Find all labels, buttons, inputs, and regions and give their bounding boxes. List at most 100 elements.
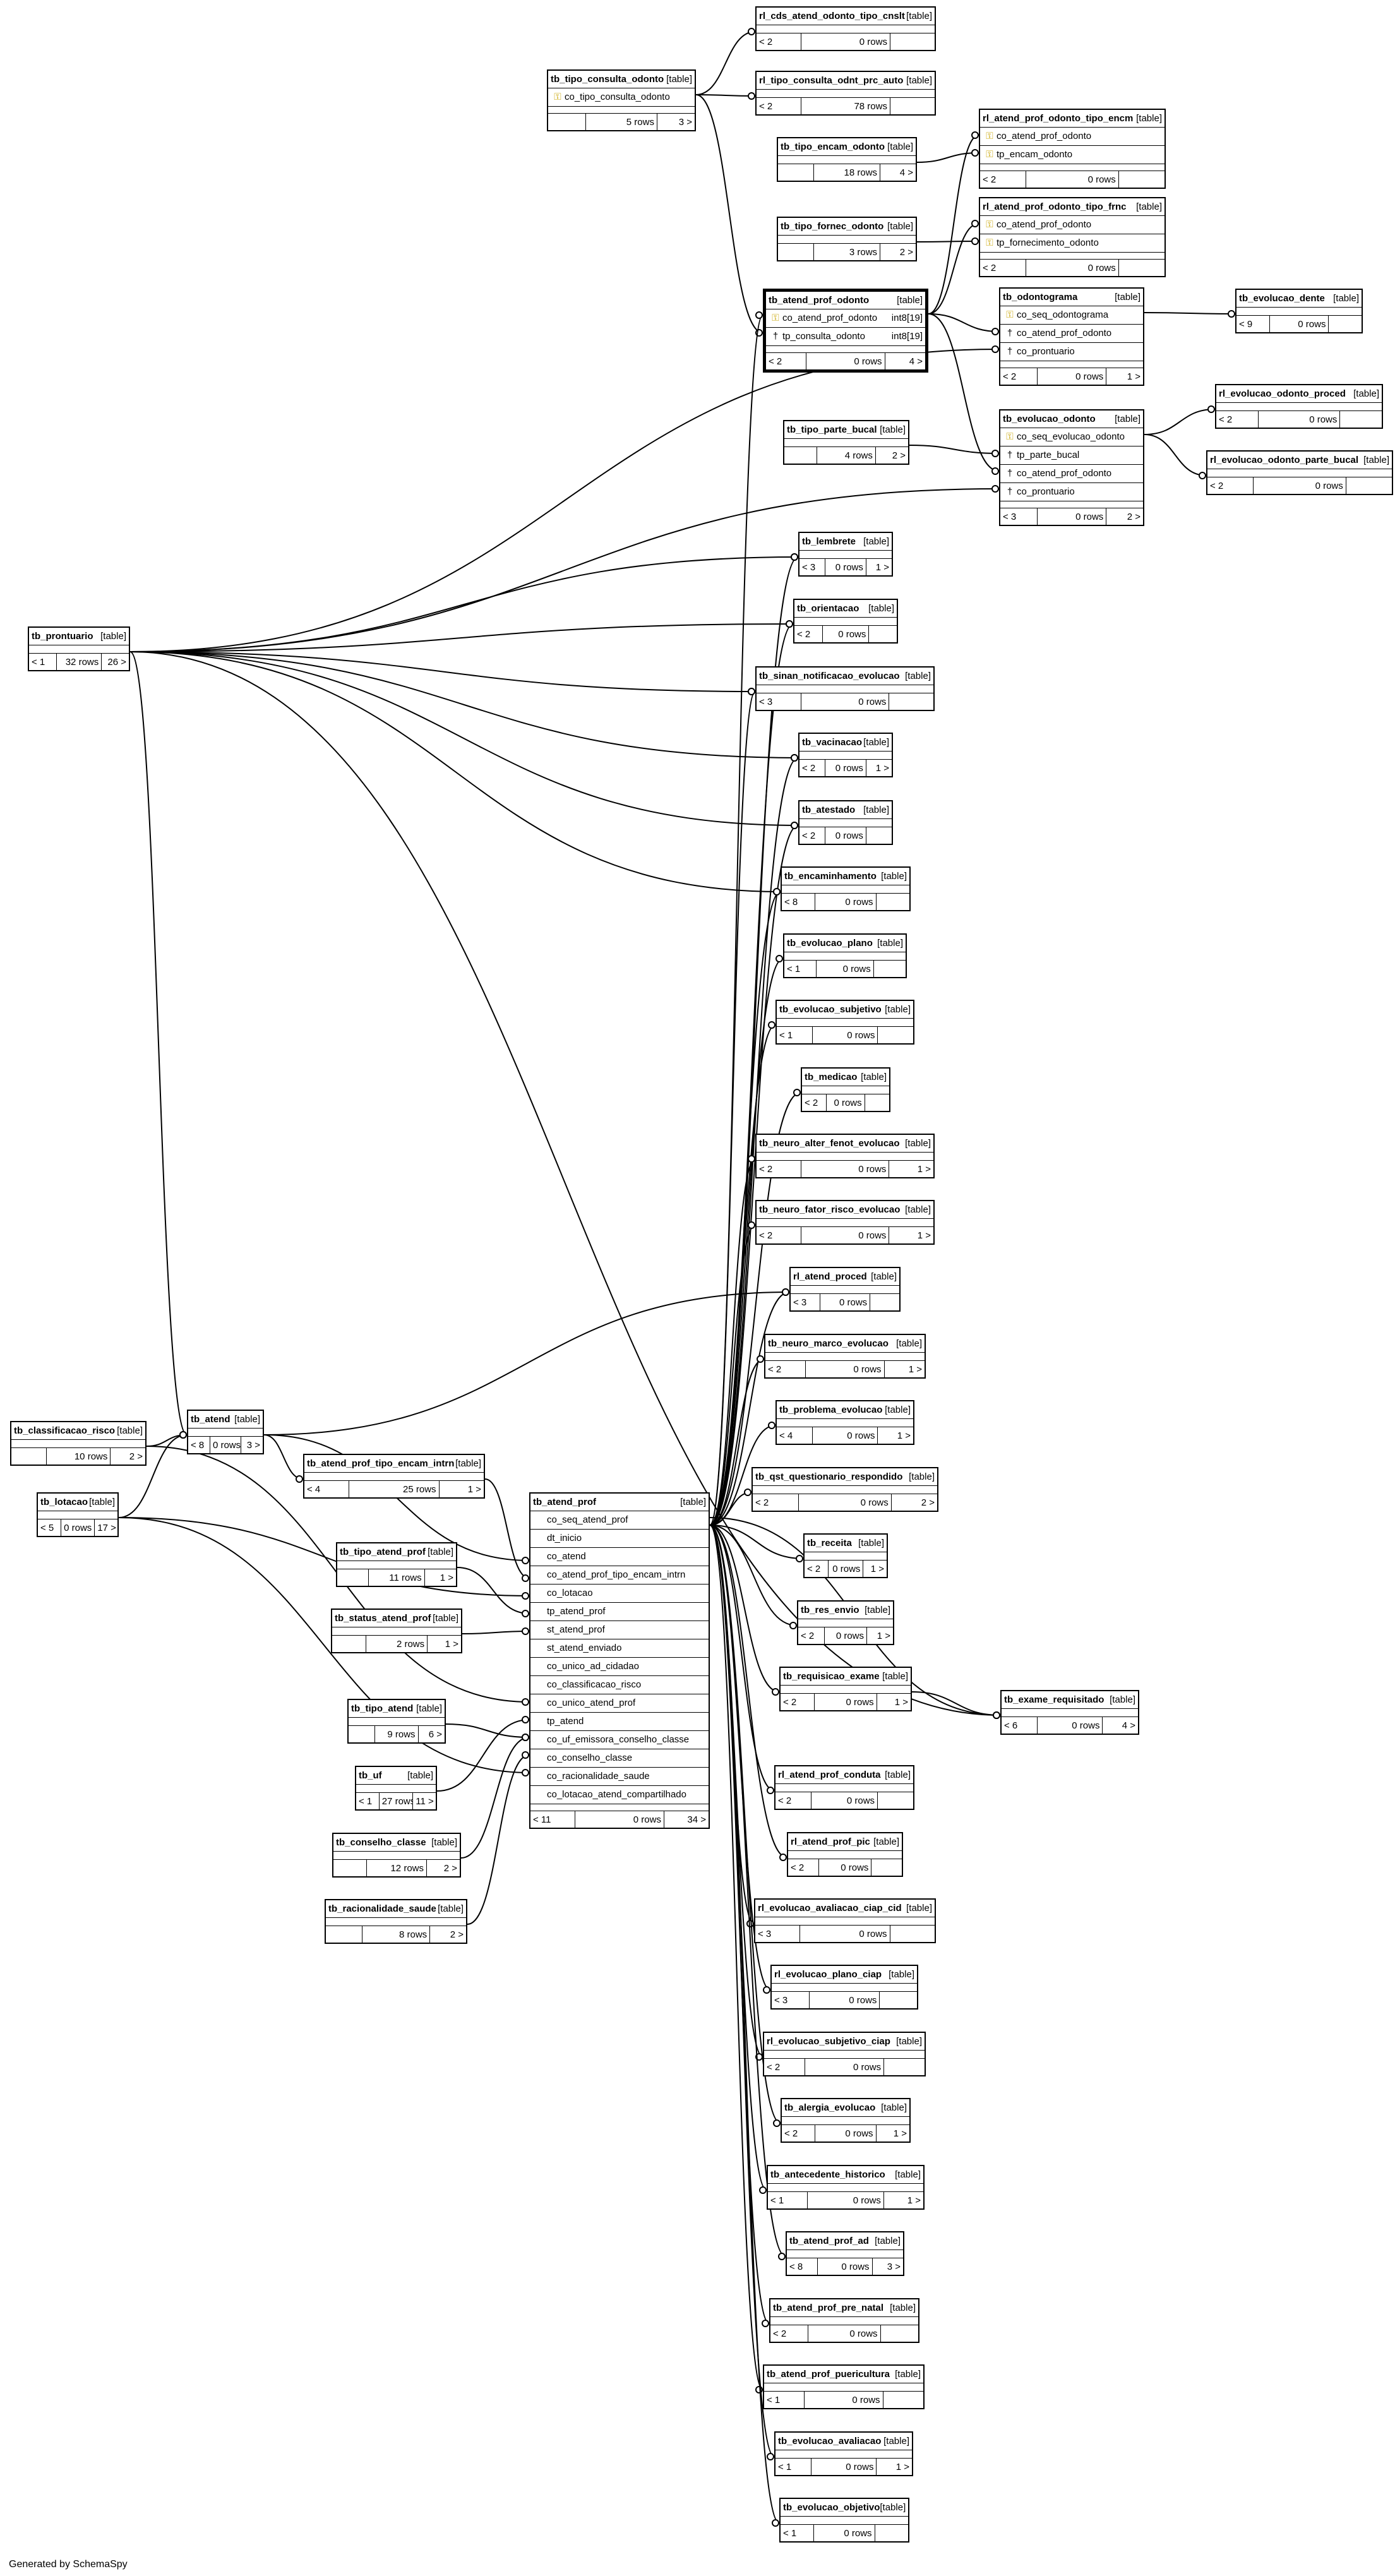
column-row[interactable]: co_unico_atend_prof	[530, 1694, 709, 1713]
table-header[interactable]: tb_classificacao_risco[table]	[11, 1422, 145, 1440]
table-name[interactable]: tb_neuro_fator_risco_evolucao	[759, 1204, 901, 1215]
child-count-link[interactable]: 2 >	[921, 1497, 935, 1508]
child-count-link[interactable]: 1 >	[917, 1164, 931, 1175]
table-header[interactable]: tb_atend[table]	[188, 1411, 263, 1429]
parent-count-link[interactable]	[326, 1926, 362, 1943]
parent-count-link[interactable]: < 2	[799, 760, 826, 776]
table-header[interactable]: tb_neuro_marco_evolucao[table]	[765, 1335, 925, 1353]
child-count-link[interactable]: 2 >	[899, 247, 913, 258]
table-header[interactable]: tb_evolucao_odonto[table]	[1000, 410, 1143, 428]
parent-count-link[interactable]: < 3	[1000, 508, 1038, 525]
parent-count-link[interactable]	[332, 1636, 366, 1652]
table-header[interactable]: tb_status_atend_prof[table]	[332, 1610, 461, 1627]
table-header[interactable]: rl_atend_prof_odonto_tipo_frnc[table]	[980, 198, 1164, 216]
child-count-link[interactable]: 1 >	[894, 1697, 908, 1708]
child-count-link[interactable]	[890, 33, 935, 50]
table-header[interactable]: tb_receita[table]	[805, 1535, 887, 1552]
parent-count-link[interactable]: < 2	[757, 1227, 801, 1243]
table-header[interactable]: rl_evolucao_plano_ciap[table]	[772, 1966, 917, 1984]
child-count-link[interactable]: 2 >	[450, 1929, 464, 1940]
child-count-link[interactable]: 1 >	[895, 2462, 909, 2472]
table-name[interactable]: tb_atend_prof_puericultura	[767, 2369, 890, 2380]
table-name[interactable]: tb_prontuario	[32, 631, 93, 642]
column-row[interactable]: st_atend_prof	[530, 1621, 709, 1639]
table-name[interactable]: rl_atend_prof_odonto_tipo_encm	[983, 113, 1134, 124]
child-count-link[interactable]	[881, 2325, 918, 2342]
table-name[interactable]: tb_uf	[359, 1770, 382, 1781]
child-count-link[interactable]: 1 >	[440, 1573, 453, 1583]
table-name[interactable]: tb_evolucao_dente	[1239, 293, 1325, 304]
table-header[interactable]: tb_evolucao_dente[table]	[1236, 290, 1362, 308]
table-header[interactable]: tb_qst_questionario_respondido[table]	[753, 1468, 937, 1486]
parent-count-link[interactable]: < 2	[753, 1494, 799, 1511]
column-row[interactable]: ⚿co_atend_prof_odonto	[980, 128, 1164, 146]
child-count-link[interactable]: 1 >	[870, 1564, 884, 1574]
child-count-link[interactable]	[866, 827, 892, 844]
table-header[interactable]: rl_evolucao_odonto_proced[table]	[1216, 385, 1382, 403]
parent-count-link[interactable]: < 4	[777, 1427, 813, 1444]
parent-count-link[interactable]: < 1	[775, 2459, 811, 2475]
table-header[interactable]: tb_tipo_consulta_odonto[table]	[548, 71, 695, 88]
parent-count-link[interactable]	[337, 1569, 369, 1586]
table-header[interactable]: tb_tipo_fornec_odonto[table]	[778, 218, 916, 236]
parent-count-link[interactable]: < 2	[805, 1561, 829, 1577]
table-name[interactable]: rl_atend_proced	[793, 1271, 867, 1282]
table-header[interactable]: tb_tipo_atend_prof[table]	[337, 1543, 456, 1561]
table-name[interactable]: tb_vacinacao	[802, 737, 863, 748]
parent-count-link[interactable]: < 2	[794, 626, 823, 642]
table-header[interactable]: tb_atend_prof_pre_natal[table]	[770, 2299, 918, 2317]
column-row[interactable]: †co_atend_prof_odonto	[1000, 325, 1143, 343]
table-header[interactable]: tb_problema_evolucao[table]	[777, 1401, 913, 1419]
table-name[interactable]: tb_atend_prof_pre_natal	[773, 2303, 884, 2313]
child-count-link[interactable]	[1346, 477, 1392, 494]
child-count-link[interactable]: 26 >	[107, 657, 126, 668]
table-name[interactable]: tb_tipo_fornec_odonto	[781, 221, 884, 232]
table-name[interactable]: rl_evolucao_plano_ciap	[774, 1969, 882, 1980]
column-row[interactable]: †co_prontuario	[1000, 483, 1143, 501]
column-row[interactable]: co_atend_prof_tipo_encam_intrn	[530, 1566, 709, 1585]
table-header[interactable]: tb_requisicao_exame[table]	[781, 1668, 911, 1686]
child-count-link[interactable]: 4 >	[909, 356, 923, 367]
column-row[interactable]: ⚿co_seq_evolucao_odonto	[1000, 428, 1143, 446]
column-row[interactable]: †co_prontuario	[1000, 343, 1143, 361]
table-tb-odontograma[interactable]: tb_odontograma[table]⚿co_seq_odontograma…	[999, 287, 1144, 386]
column-row[interactable]: co_conselho_classe	[530, 1749, 709, 1768]
parent-count-link[interactable]: < 5	[38, 1519, 61, 1536]
parent-count-link[interactable]: < 2	[799, 827, 826, 844]
parent-count-link[interactable]: < 3	[757, 693, 801, 710]
parent-count-link[interactable]: < 2	[980, 171, 1027, 188]
table-name[interactable]: rl_evolucao_avaliacao_ciap_cid	[758, 1903, 902, 1914]
child-count-link[interactable]: 11 >	[416, 1796, 434, 1807]
table-rl-cds-atend-odonto-tipo-cnslt[interactable]: rl_cds_atend_odonto_tipo_cnslt[table]< 2…	[755, 6, 936, 51]
table-name[interactable]: tb_encaminhamento	[784, 871, 877, 882]
child-count-link[interactable]: 1 >	[908, 1364, 922, 1375]
parent-count-link[interactable]: < 2	[788, 1859, 819, 1876]
table-header[interactable]: tb_evolucao_objetivo[table]	[781, 2499, 908, 2517]
table-name[interactable]: rl_evolucao_subjetivo_ciap	[767, 2036, 890, 2047]
table-header[interactable]: tb_lotacao[table]	[38, 1494, 117, 1511]
child-count-link[interactable]	[878, 1027, 913, 1043]
table-header[interactable]: tb_conselho_classe[table]	[333, 1834, 460, 1852]
table-name[interactable]: tb_qst_questionario_respondido	[755, 1471, 903, 1482]
table-name[interactable]: tb_requisicao_exame	[783, 1671, 880, 1682]
table-rl-evolucao-avaliacao-ciap-cid[interactable]: rl_evolucao_avaliacao_ciap_cid[table]< 3…	[754, 1898, 936, 1943]
table-header[interactable]: tb_antecedente_historico[table]	[768, 2166, 923, 2184]
table-header[interactable]: tb_tipo_encam_odonto[table]	[778, 138, 916, 156]
table-tb-atend-prof-odonto[interactable]: tb_atend_prof_odonto[table]⚿co_atend_pro…	[763, 289, 928, 373]
table-header[interactable]: rl_atend_proced[table]	[791, 1268, 899, 1286]
child-count-link[interactable]	[880, 1992, 917, 2008]
table-rl-evolucao-odonto-parte-bucal[interactable]: rl_evolucao_odonto_parte_bucal[table]< 2…	[1206, 450, 1393, 495]
